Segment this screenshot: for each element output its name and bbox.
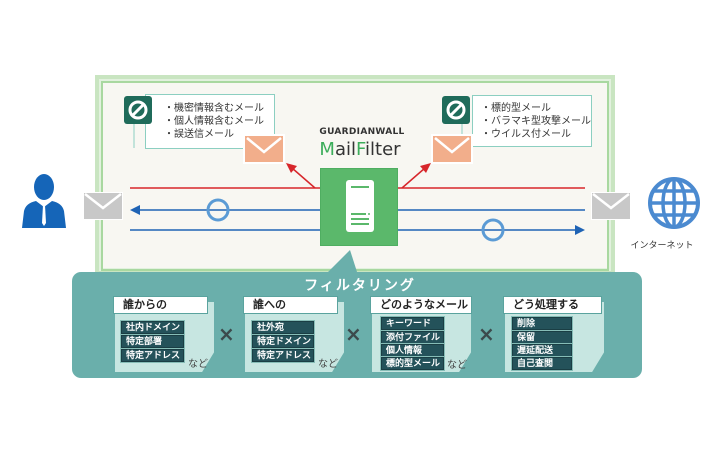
filter-card-heading: どのようなメール	[370, 296, 472, 314]
multiply-operator: ×	[478, 322, 495, 346]
right-arrowhead	[575, 225, 585, 235]
filter-tag: 社外宛	[251, 320, 315, 335]
filter-card-heading: どう処理する	[503, 296, 602, 314]
internet-label: インターネット	[630, 241, 694, 251]
filter-tag: 削除	[511, 316, 573, 331]
multiply-operator: ×	[218, 322, 235, 346]
filter-card-heading: 誰への	[243, 296, 338, 314]
brand-name: GUARDIANWALL	[319, 127, 405, 137]
filter-tag: 特定部署	[120, 334, 185, 349]
filter-tag: 個人情報	[380, 343, 445, 358]
filter-tag: 保留	[511, 330, 573, 345]
block-arrow-right	[401, 167, 426, 189]
multiply-operator: ×	[345, 322, 362, 346]
product-name: MailFilter	[319, 139, 401, 160]
outbound-risk-item: ・個人情報含むメール	[164, 116, 264, 127]
inbound-threat-item: ・ウイルス付メール	[481, 129, 571, 140]
block-icon	[124, 96, 152, 124]
filter-card-heading: 誰からの	[113, 296, 208, 314]
envelope-icon-user	[83, 192, 123, 220]
pass-circle-left	[206, 198, 230, 222]
inbound-threat-item: ・バラマキ型攻撃メール	[481, 116, 591, 127]
panel-pointer	[325, 250, 358, 275]
envelope-icon-internet	[591, 192, 631, 220]
filtering-title: フィルタリング	[304, 278, 416, 294]
filter-tag: 添付ファイル	[380, 330, 445, 345]
outbound-risk-item: ・誤送信メール	[164, 129, 234, 140]
filter-tag: 特定アドレス	[120, 348, 185, 363]
filter-tag: 標的型メール	[380, 356, 445, 371]
filter-tag: 自己査閲	[511, 356, 573, 371]
filter-tag: 特定アドレス	[251, 348, 315, 363]
filter-tag: 特定ドメイン	[251, 334, 315, 349]
envelope-icon-outbound-blocked	[243, 134, 285, 164]
block-icon	[442, 96, 470, 124]
mail-filter-server	[320, 168, 398, 246]
pass-circle-right	[481, 218, 505, 242]
inbound-threat-item: ・標的型メール	[481, 103, 551, 114]
filter-tag: 遅延配送	[511, 343, 573, 358]
user-icon	[20, 173, 68, 232]
globe-icon	[647, 176, 701, 234]
filter-tag: キーワード	[380, 316, 445, 331]
filter-tag: 社内ドメイン	[120, 320, 185, 335]
envelope-icon-inbound-blocked	[431, 134, 473, 164]
etc-label: など	[188, 359, 208, 370]
left-arrowhead	[130, 205, 140, 215]
etc-label: など	[318, 359, 338, 370]
etc-label: など	[447, 360, 467, 371]
server-icon	[346, 180, 374, 232]
outbound-risk-item: ・機密情報含むメール	[164, 103, 264, 114]
block-arrow-left	[291, 167, 316, 189]
inbound-threat-callout: ・標的型メール ・バラマキ型攻撃メール ・ウイルス付メール	[472, 95, 592, 147]
